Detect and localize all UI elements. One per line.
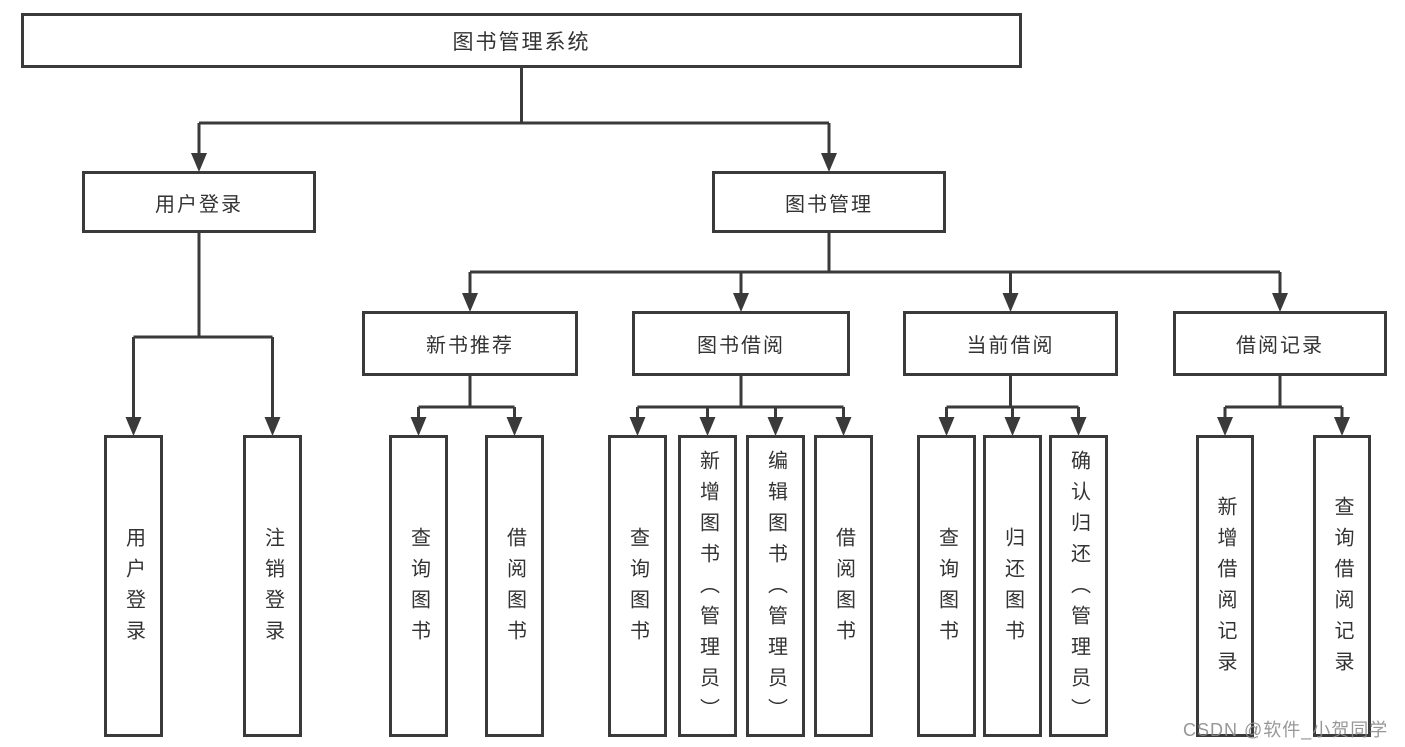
connector-book-mgmt-to-level3 — [468, 233, 1282, 295]
node-new-book-recommend: 新书推荐 — [362, 311, 578, 376]
leaf-bb-edit-books-admin: 编辑图书（管理员） — [746, 435, 805, 737]
arrowheads-current-borrow-leaves — [938, 417, 1087, 436]
arrowheads-book-borrow-leaves — [629, 417, 852, 436]
leaf-cb-return-books: 归还图书 — [983, 435, 1042, 737]
leaf-logout: 注销登录 — [243, 435, 302, 737]
leaf-nbr-borrow-books: 借阅图书 — [485, 435, 544, 737]
csdn-watermark: CSDN @软件_小贺同学 — [1183, 720, 1389, 740]
node-book-borrowing: 图书借阅 — [632, 311, 850, 376]
leaf-bb-add-books-admin: 新增图书（管理员） — [678, 435, 737, 737]
connector-borrow-record-to-leaves — [1223, 376, 1344, 419]
node-user-login: 用户登录 — [82, 171, 316, 233]
node-borrowing-records: 借阅记录 — [1173, 311, 1387, 376]
arrowheads-borrow-record-leaves — [1217, 417, 1350, 436]
node-book-management: 图书管理 — [712, 171, 946, 233]
leaf-cb-confirm-return-admin: 确认归还（管理员） — [1049, 435, 1108, 737]
arrowheads-new-book-rec-leaves — [410, 417, 523, 436]
connector-new-book-rec-to-leaves — [417, 376, 516, 419]
leaf-br-add-record: 新增借阅记录 — [1196, 435, 1254, 737]
leaf-user-login: 用户登录 — [104, 435, 163, 737]
leaf-nbr-query-books: 查询图书 — [389, 435, 448, 737]
leaf-cb-query-books: 查询图书 — [917, 435, 976, 737]
node-current-borrowing: 当前借阅 — [903, 311, 1118, 376]
arrowheads-user-login-leaves — [125, 417, 281, 436]
node-root-library-system: 图书管理系统 — [21, 13, 1022, 68]
leaf-br-query-record: 查询借阅记录 — [1313, 435, 1371, 737]
connector-book-borrow-to-leaves — [636, 376, 845, 419]
leaf-bb-borrow-books: 借阅图书 — [814, 435, 873, 737]
leaf-bb-query-books: 查询图书 — [608, 435, 667, 737]
connector-root-to-level2 — [197, 68, 831, 155]
connector-current-borrow-to-leaves — [945, 376, 1080, 419]
arrowheads-root-to-level2 — [191, 153, 837, 172]
connector-user-login-to-leaves — [132, 233, 274, 419]
arrowheads-book-mgmt-level3 — [462, 293, 1288, 312]
